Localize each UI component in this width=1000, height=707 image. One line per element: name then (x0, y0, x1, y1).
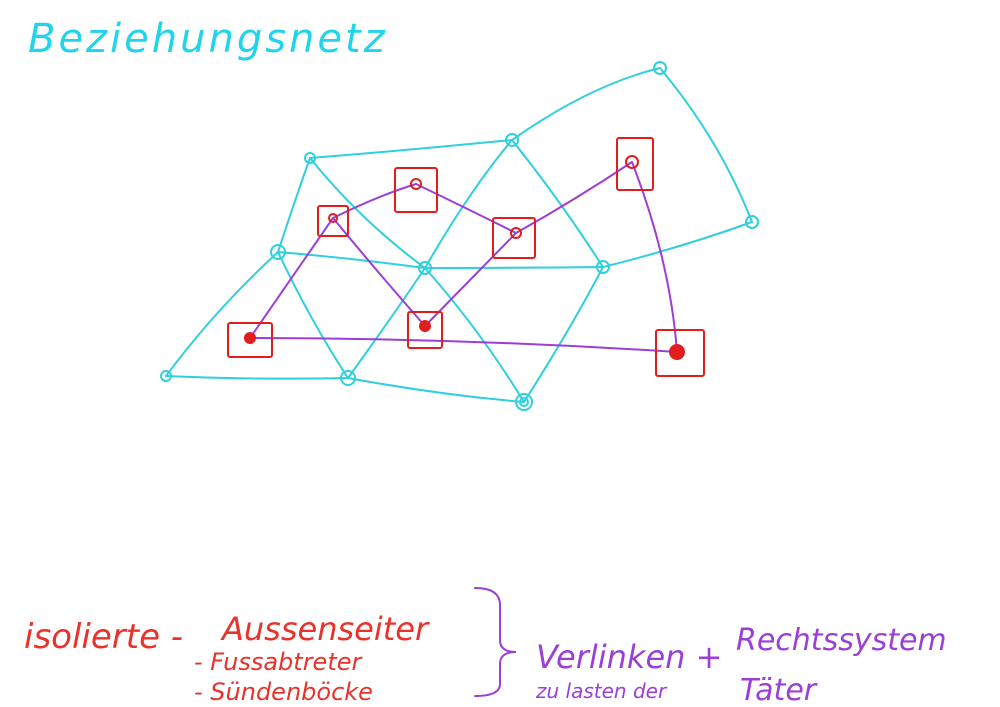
network-edge (309, 139, 513, 159)
network-edge (165, 251, 279, 377)
network-edge (424, 266, 604, 269)
network-edge (277, 157, 311, 253)
note-label: zu lasten der (535, 679, 668, 703)
action-right-label: Rechtssystem (736, 623, 947, 658)
isolated-node (655, 329, 705, 377)
isolated-label: isolierte - (24, 617, 183, 657)
isolated-node (227, 322, 273, 358)
network-node (745, 215, 759, 229)
isolated-link (332, 217, 426, 327)
isolated-node (407, 311, 443, 349)
note-right-label: Täter (740, 673, 818, 707)
network-edge (347, 377, 525, 403)
network-edges (165, 67, 753, 403)
network-edge (347, 267, 426, 379)
network-node (653, 61, 667, 75)
network-node (270, 244, 286, 260)
network-edge (659, 67, 753, 223)
brace-icon (474, 587, 517, 697)
network-node (519, 397, 529, 407)
network-edge (424, 267, 525, 403)
legend-item: - Sündenböcke (194, 678, 373, 706)
network-nodes (160, 61, 759, 411)
network-edge (277, 251, 426, 269)
network-node (505, 133, 519, 147)
isolated-node (492, 217, 536, 259)
network-node (515, 393, 533, 411)
isolated-link (249, 337, 678, 353)
network-node (340, 370, 356, 386)
network-edge (511, 139, 604, 268)
isolated-node (616, 137, 654, 191)
isolated-link (515, 161, 633, 234)
network-edge (309, 157, 426, 269)
page-title: Beziehungsnetz (28, 16, 388, 62)
network-node (304, 152, 316, 164)
network-node (596, 260, 610, 274)
isolated-link (415, 183, 517, 234)
isolated-node (394, 167, 438, 213)
action-label: Verlinken + (536, 638, 722, 676)
network-edge (602, 221, 753, 268)
isolated-links (249, 161, 678, 353)
legend-item: - Fussabtreter (194, 648, 364, 676)
isolated-link (424, 232, 517, 327)
isolated-link (332, 183, 417, 219)
network-edge (523, 266, 604, 403)
network-node (418, 261, 432, 275)
legend-item: Aussenseiter (220, 610, 430, 648)
isolated-node (317, 205, 349, 237)
isolated-link (249, 217, 334, 339)
network-edge (277, 251, 349, 379)
network-node (160, 370, 172, 382)
network-edge (511, 67, 661, 141)
network-edge (424, 139, 513, 269)
isolated-nodes (227, 137, 705, 377)
network-edge (165, 375, 349, 380)
